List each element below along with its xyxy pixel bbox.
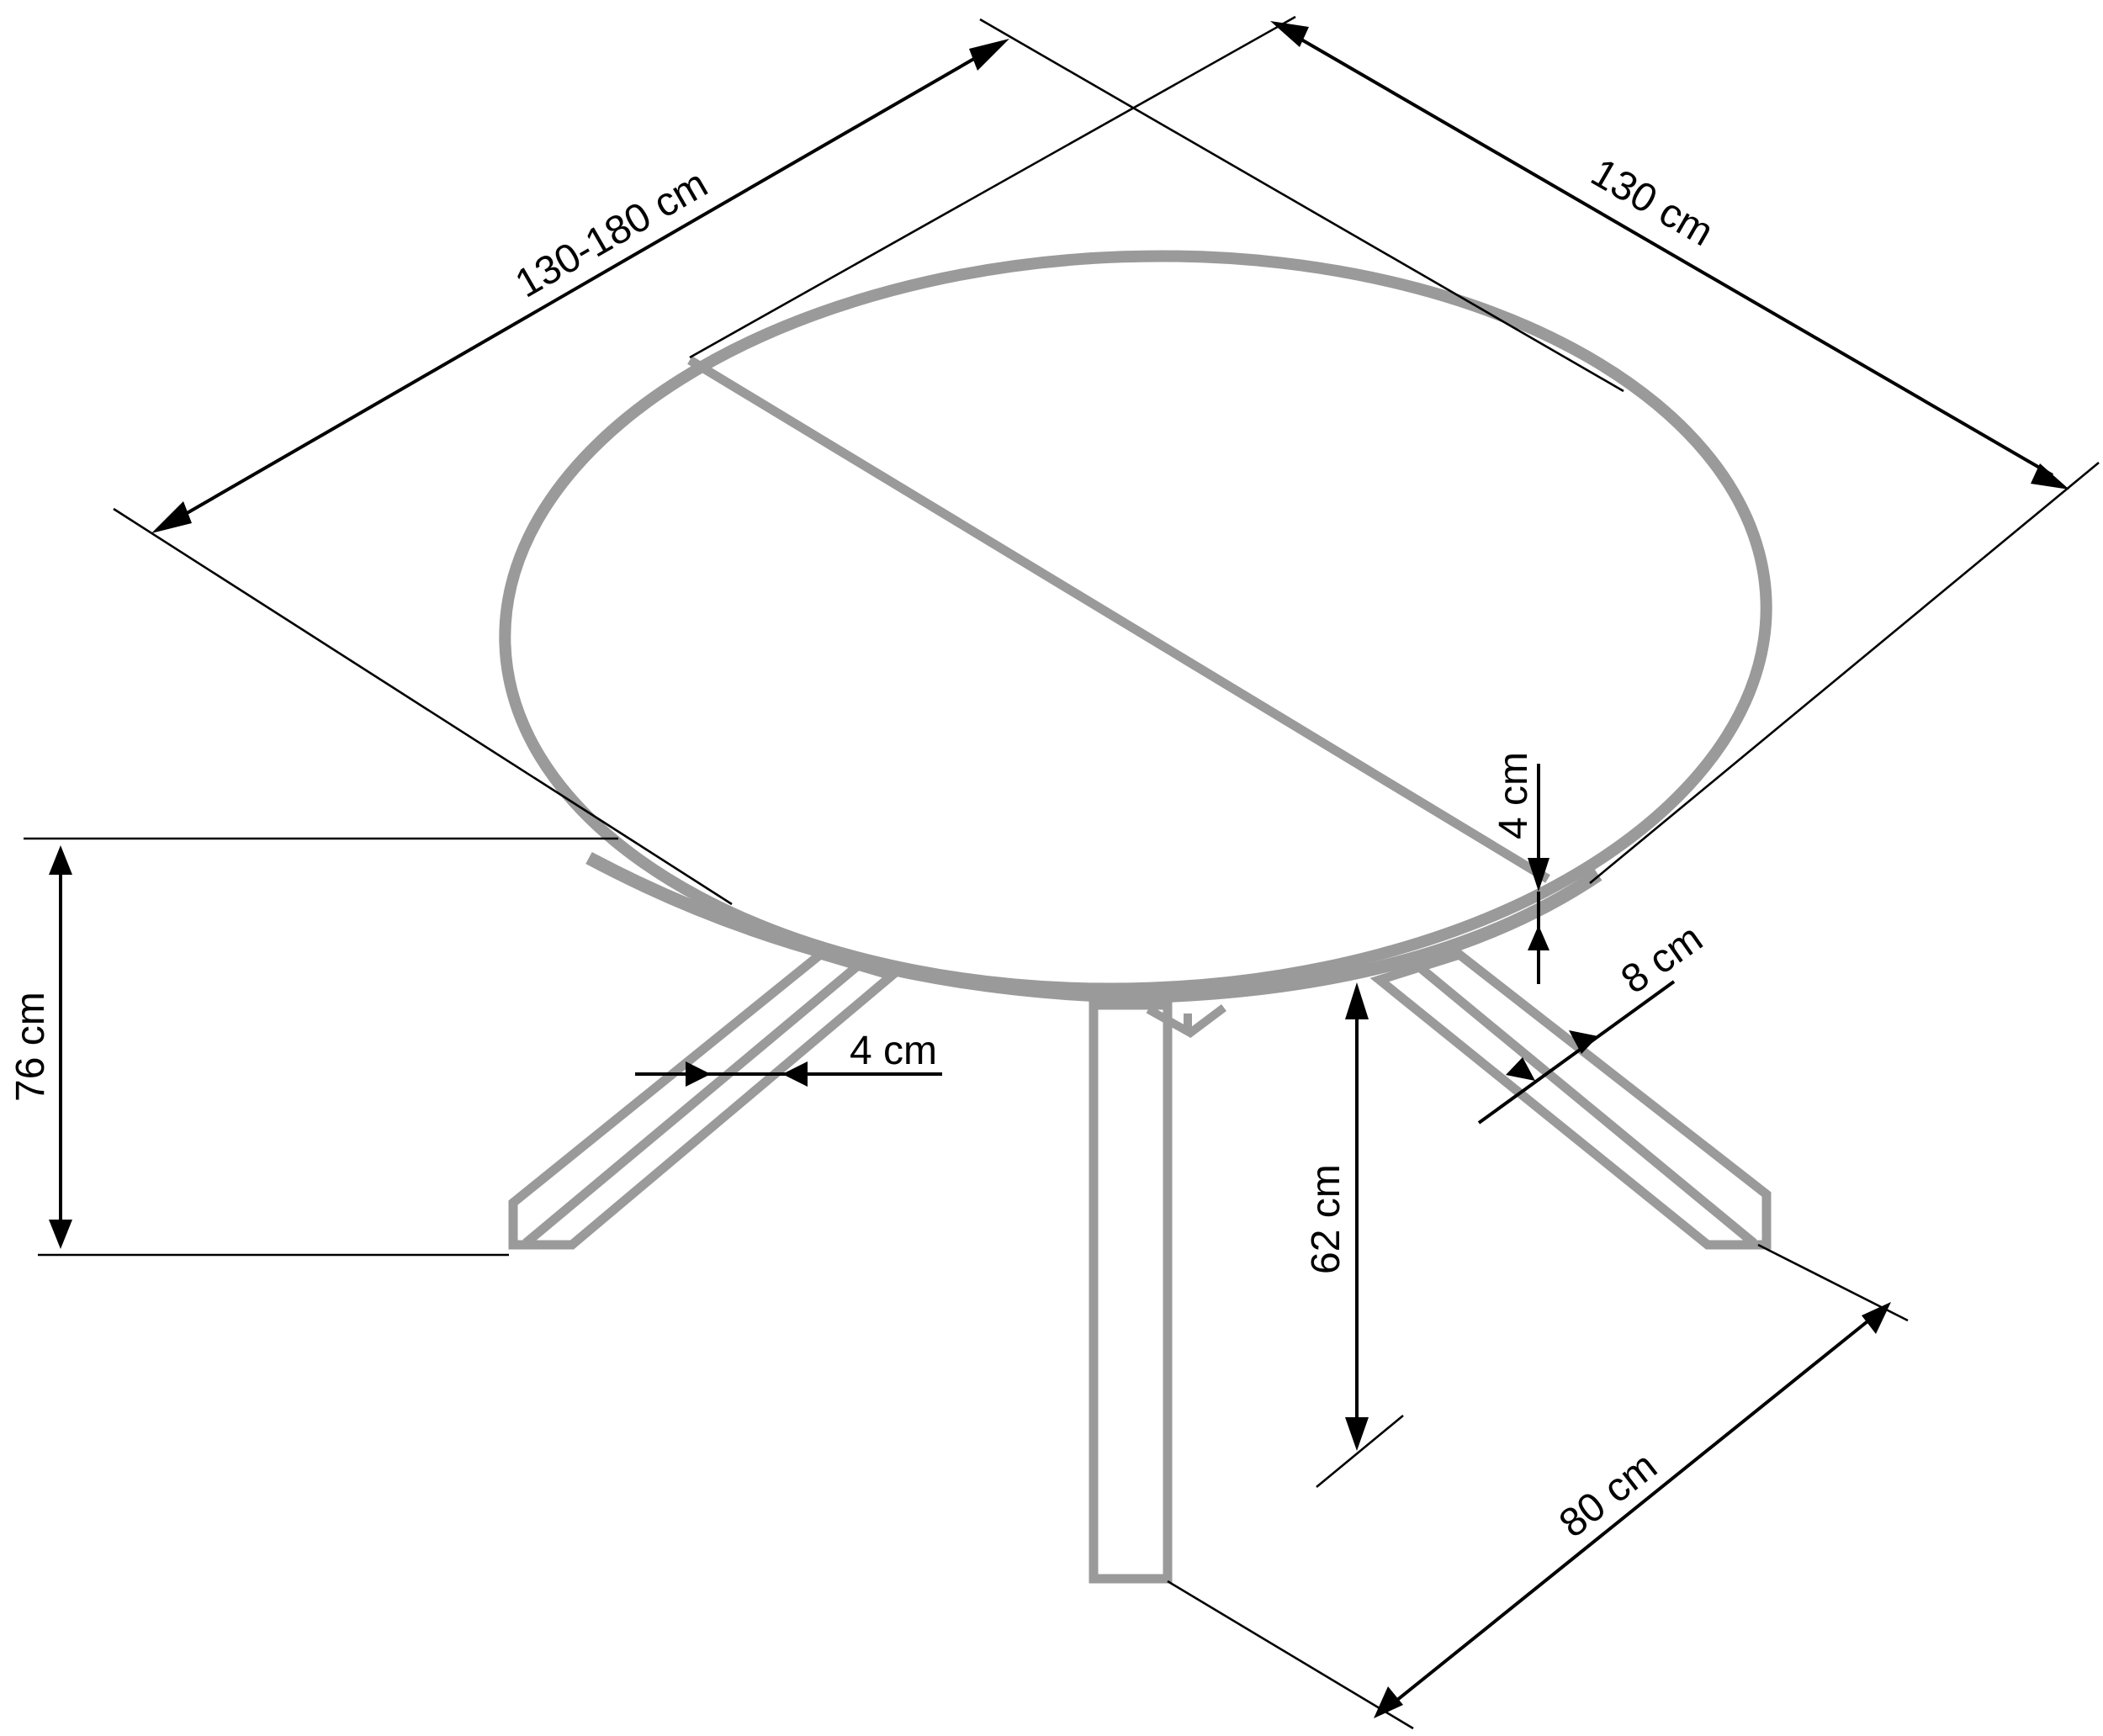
label-under-top-height: 62 cm: [1304, 1164, 1348, 1274]
dimensions: 130-180 cm 130 cm 4 cm 8 cm: [8, 15, 2100, 1730]
tabletop-front-edge: [585, 851, 1602, 1004]
leg-center: [1089, 1000, 1226, 1584]
label-leg-width: 4 cm: [850, 1029, 937, 1073]
label-total-height: 76 cm: [8, 992, 53, 1102]
dimension-top-thickness: 4 cm: [1491, 752, 1549, 984]
tabletop-outline: [499, 250, 1772, 995]
dimension-under-top-height: 62 cm: [1304, 982, 1404, 1489]
label-length: 130-180 cm: [508, 161, 715, 307]
leg-left: [508, 949, 902, 1250]
label-top-thickness: 4 cm: [1491, 752, 1536, 839]
table-drawing: [499, 250, 1772, 1584]
extension-seam: [687, 356, 1550, 883]
dimension-length: 130-180 cm: [113, 18, 1624, 906]
dimension-leg-width: 4 cm: [635, 1029, 942, 1087]
label-width: 130 cm: [1584, 151, 1721, 256]
dimension-width: 130 cm: [689, 15, 2100, 885]
dimension-base-depth: 80 cm: [1167, 1243, 1909, 1730]
leg-right: [1369, 949, 1772, 1250]
dimension-total-height: 76 cm: [8, 837, 618, 1257]
